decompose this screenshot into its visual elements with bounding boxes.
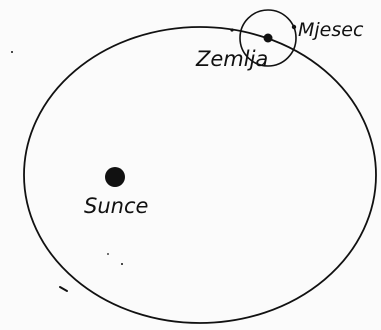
moon-body <box>292 25 296 29</box>
sun-label: Sunce <box>84 194 148 218</box>
earth-label: Zemlja <box>195 47 268 71</box>
speck <box>107 253 109 255</box>
sun-body <box>105 167 125 187</box>
speck <box>60 287 67 291</box>
moon-label: Mjesec <box>298 19 364 41</box>
speck <box>11 51 13 53</box>
earth-orbit <box>24 27 376 323</box>
speck <box>230 28 233 31</box>
earth-body <box>264 34 273 43</box>
speck <box>121 263 123 265</box>
